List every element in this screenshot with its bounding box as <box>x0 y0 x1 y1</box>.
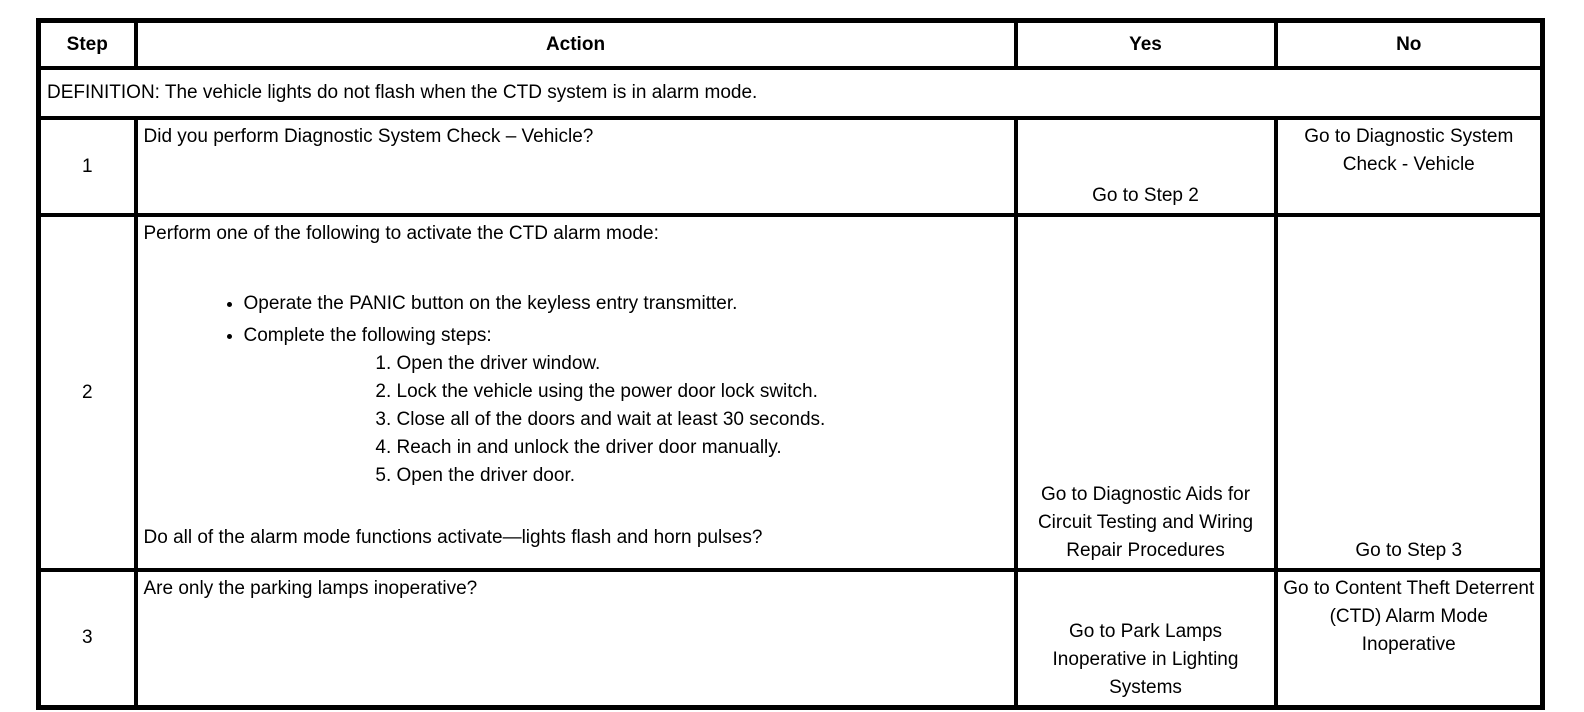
column-header-action: Action <box>133 18 1018 70</box>
action-cell: Perform one of the following to activate… <box>133 213 1018 572</box>
no-cell: Go to Diagnostic System Check - Vehicle <box>1273 116 1545 217</box>
header-row: Step Action Yes No <box>36 18 1545 70</box>
no-cell: Go to Step 3 <box>1273 213 1545 572</box>
numbered-step: Lock the vehicle using the power door lo… <box>397 378 1006 406</box>
definition-text: DEFINITION: The vehicle lights do not fl… <box>36 66 1545 120</box>
column-header-step: Step <box>36 18 138 70</box>
action-question: Are only the parking lamps inoperative? <box>143 578 478 599</box>
step-number: 1 <box>36 116 138 217</box>
action-cell: Did you perform Diagnostic System Check … <box>133 116 1018 217</box>
table-row-step-3: 3 Are only the parking lamps inoperative… <box>36 568 1545 709</box>
column-header-no: No <box>1273 18 1545 70</box>
numbered-step: Close all of the doors and wait at least… <box>397 406 1006 434</box>
action-question: Do all of the alarm mode functions activ… <box>143 527 763 548</box>
diagnostic-table: Step Action Yes No DEFINITION: The vehic… <box>36 18 1545 710</box>
yes-cell: Go to Diagnostic Aids for Circuit Testin… <box>1013 213 1278 572</box>
no-cell: Go to Content Theft Deterrent (CTD) Alar… <box>1273 568 1545 709</box>
column-header-yes: Yes <box>1013 18 1278 70</box>
bullet-item: Complete the following steps: Open the d… <box>244 322 1006 490</box>
numbered-step: Reach in and unlock the driver door manu… <box>397 434 1006 462</box>
table-row-step-1: 1 Did you perform Diagnostic System Chec… <box>36 116 1545 217</box>
action-cell: Are only the parking lamps inoperative? <box>133 568 1018 709</box>
yes-cell: Go to Park Lamps Inoperative in Lighting… <box>1013 568 1278 709</box>
bullet-item-label: Complete the following steps: <box>243 325 492 346</box>
yes-cell: Go to Step 2 <box>1013 116 1278 217</box>
action-bullet-list: Operate the PANIC button on the keyless … <box>144 290 1006 490</box>
bullet-item: Operate the PANIC button on the keyless … <box>244 290 1006 318</box>
numbered-step: Open the driver door. <box>397 462 1006 490</box>
definition-row: DEFINITION: The vehicle lights do not fl… <box>36 66 1545 120</box>
action-question: Did you perform Diagnostic System Check … <box>143 126 594 147</box>
step-number: 2 <box>36 213 138 572</box>
action-intro: Perform one of the following to activate… <box>143 223 659 244</box>
table-row-step-2: 2 Perform one of the following to activa… <box>36 213 1545 572</box>
numbered-step: Open the driver window. <box>397 350 1006 378</box>
action-numbered-list: Open the driver window. Lock the vehicle… <box>244 350 1006 490</box>
step-number: 3 <box>36 568 138 709</box>
